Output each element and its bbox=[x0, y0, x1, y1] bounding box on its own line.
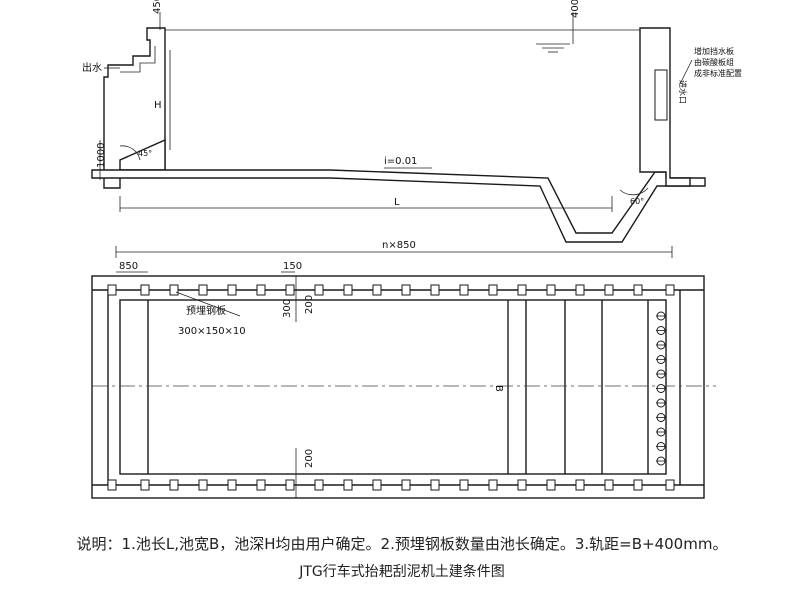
embedded-plate bbox=[401, 479, 411, 491]
embedded-plate bbox=[107, 284, 117, 296]
outlet-label: 出水 bbox=[82, 61, 102, 74]
embedded-plate bbox=[604, 284, 614, 296]
embedded-plate bbox=[488, 479, 498, 491]
inlet-pipe bbox=[654, 69, 668, 121]
note-line-2: 由碳酸板组 bbox=[694, 57, 734, 67]
embedded-plate bbox=[372, 284, 382, 296]
plate-w-dim: 150 bbox=[283, 261, 302, 272]
dim-right: 400 bbox=[570, 0, 581, 18]
embedded-plate bbox=[459, 284, 469, 296]
embedded-plate bbox=[430, 284, 440, 296]
dim-300: 300 bbox=[282, 299, 293, 318]
embedded-plate bbox=[198, 284, 208, 296]
dim-top: 450 bbox=[152, 0, 163, 14]
embedded-plate bbox=[169, 284, 179, 296]
slope-label: i=0.01 bbox=[384, 156, 417, 167]
note-line-3: 成非标准配置 bbox=[694, 68, 742, 78]
dim-200-top: 200 bbox=[304, 295, 315, 314]
footer-title: JTG行车式抬耙刮泥机土建条件图 bbox=[299, 564, 505, 580]
embedded-plate bbox=[546, 479, 556, 491]
embedded-plate bbox=[285, 284, 295, 296]
embedded-plate bbox=[227, 284, 237, 296]
embedded-plate bbox=[314, 284, 324, 296]
plate-leader bbox=[175, 291, 241, 317]
angle-left-label: 45° bbox=[138, 149, 152, 158]
angle-right-label: 60° bbox=[630, 197, 644, 206]
plates-bottom bbox=[107, 479, 675, 491]
inlet-label: 进水口 bbox=[678, 80, 688, 104]
section-view: 450 400 出水 H 1000 45° i=0.01 L 60° 进水口 增… bbox=[82, 0, 742, 243]
embedded-plate bbox=[227, 479, 237, 491]
embedded-plate bbox=[140, 284, 150, 296]
inlet-holes bbox=[656, 311, 666, 466]
footer-note: 说明：1.池长L,池宽B，池深H均由用户确定。2.预埋钢板数量由池长确定。3.轨… bbox=[76, 535, 728, 553]
embedded-plate bbox=[314, 479, 324, 491]
embedded-plate bbox=[372, 479, 382, 491]
embedded-plate bbox=[169, 479, 179, 491]
embedded-plate bbox=[633, 479, 643, 491]
embedded-plate bbox=[198, 479, 208, 491]
embedded-plate bbox=[665, 284, 675, 296]
angle-arc-right bbox=[619, 187, 649, 196]
width-label: B bbox=[493, 385, 504, 392]
embedded-plate bbox=[107, 479, 117, 491]
embedded-plate bbox=[343, 479, 353, 491]
embedded-plate bbox=[256, 284, 266, 296]
plan-inner bbox=[119, 299, 667, 475]
embedded-plate bbox=[488, 284, 498, 296]
embedded-plate bbox=[517, 284, 527, 296]
dim-200-bottom: 200 bbox=[304, 449, 315, 468]
plan-view: n×850 850 150 预埋钢板 300×150×10 300 200 bbox=[91, 240, 716, 499]
outlet-channel bbox=[120, 46, 156, 73]
total-dim: n×850 bbox=[382, 240, 416, 251]
embedded-plate bbox=[401, 284, 411, 296]
water-level-marker bbox=[536, 43, 570, 53]
baffle-note: 增加挡水板 由碳酸板组 成非标准配置 bbox=[679, 46, 742, 85]
angle-arc-left bbox=[119, 145, 141, 161]
depth-label: H bbox=[154, 100, 162, 111]
embedded-plate bbox=[285, 479, 295, 491]
plate-label: 预埋钢板 bbox=[186, 304, 226, 317]
dim-bottom: 1000 bbox=[96, 143, 107, 168]
plan-outer bbox=[91, 275, 705, 499]
embedded-plate bbox=[343, 284, 353, 296]
embedded-plate bbox=[459, 479, 469, 491]
embedded-plate bbox=[575, 284, 585, 296]
length-label: L bbox=[394, 197, 400, 208]
embedded-plate bbox=[517, 479, 527, 491]
note-line-1: 增加挡水板 bbox=[694, 46, 734, 56]
embedded-plate bbox=[256, 479, 266, 491]
embedded-plate bbox=[633, 284, 643, 296]
plates-top bbox=[107, 284, 675, 296]
embedded-plate bbox=[546, 284, 556, 296]
pitch-dim: 850 bbox=[119, 261, 138, 272]
embedded-plate bbox=[604, 479, 614, 491]
embedded-plate bbox=[575, 479, 585, 491]
embedded-plate bbox=[140, 479, 150, 491]
plate-size: 300×150×10 bbox=[178, 326, 246, 337]
embedded-plate bbox=[665, 479, 675, 491]
embedded-plate bbox=[430, 479, 440, 491]
